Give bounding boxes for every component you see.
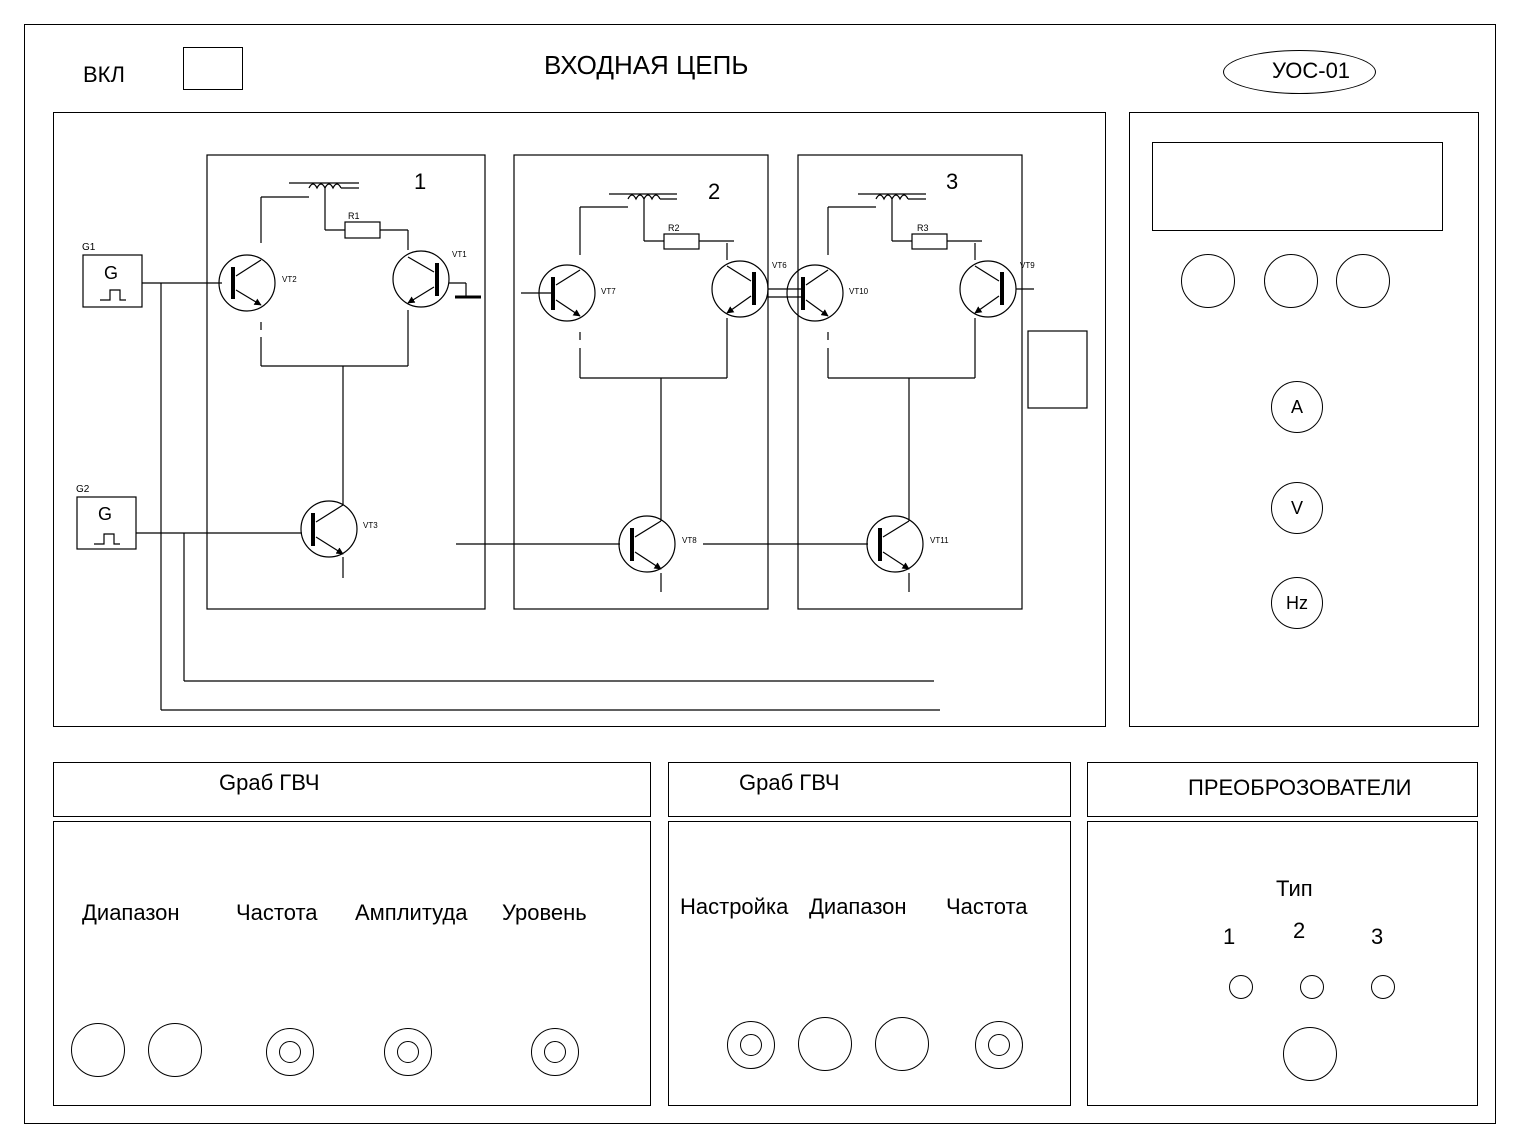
outer-frame <box>24 24 1496 1124</box>
converter-knob[interactable] <box>1283 1027 1337 1081</box>
ammeter-button[interactable]: A <box>1271 381 1323 433</box>
control-label-level: Уровень <box>502 900 587 925</box>
control-label-range-2: Диапазон <box>809 894 907 919</box>
panel-middle-body <box>668 821 1071 1106</box>
amplitude-knob-center <box>397 1041 419 1063</box>
range-knob-4[interactable] <box>875 1017 929 1071</box>
control-label-range: Диапазон <box>82 900 180 925</box>
level-knob-center <box>544 1041 566 1063</box>
type-1-selector[interactable] <box>1229 975 1253 999</box>
level-knob[interactable] <box>531 1028 579 1076</box>
frequency-knob[interactable] <box>266 1028 314 1076</box>
type-label: Тип <box>1276 876 1313 901</box>
range-knob-2[interactable] <box>148 1023 202 1077</box>
power-label: ВКЛ <box>83 62 125 87</box>
model-badge: УОС-01 <box>1223 50 1376 94</box>
control-label-frequency-2: Частота <box>946 894 1028 919</box>
circuit-panel <box>53 112 1106 727</box>
frequency-meter-button[interactable]: Hz <box>1271 577 1323 629</box>
control-label-frequency: Частота <box>236 900 318 925</box>
power-switch[interactable] <box>183 47 243 90</box>
frequency-knob-2-center <box>988 1034 1010 1056</box>
type-2-selector[interactable] <box>1300 975 1324 999</box>
control-label-amplitude: Амплитуда <box>355 900 468 925</box>
panel-left-title: Gраб ГВЧ <box>219 770 320 795</box>
type-3-selector[interactable] <box>1371 975 1395 999</box>
tuning-knob-center <box>740 1034 762 1056</box>
page-title: ВХОДНАЯ ЦЕПЬ <box>544 50 749 80</box>
amplitude-knob[interactable] <box>384 1028 432 1076</box>
model-badge-text: УОС-01 <box>1272 58 1351 83</box>
panel-left-header <box>53 762 651 817</box>
panel-right-title: ПРЕОБРОЗОВАТЕЛИ <box>1188 775 1412 800</box>
instrument-knob-2[interactable] <box>1264 254 1318 308</box>
instrument-knob-3[interactable] <box>1336 254 1390 308</box>
instrument-knob-1[interactable] <box>1181 254 1235 308</box>
panel-right-header <box>1087 762 1478 817</box>
voltmeter-button[interactable]: V <box>1271 482 1323 534</box>
display-screen <box>1152 142 1443 231</box>
range-knob-3[interactable] <box>798 1017 852 1071</box>
panel-left-body <box>53 821 651 1106</box>
tuning-knob[interactable] <box>727 1021 775 1069</box>
range-knob-1[interactable] <box>71 1023 125 1077</box>
frequency-knob-2[interactable] <box>975 1021 1023 1069</box>
panel-middle-title: Gраб ГВЧ <box>739 770 840 795</box>
panel-right-body <box>1087 821 1478 1106</box>
frequency-knob-center <box>279 1041 301 1063</box>
panel-middle-header <box>668 762 1071 817</box>
type-3-label: 3 <box>1371 924 1384 949</box>
type-1-label: 1 <box>1223 924 1236 949</box>
instrument-panel <box>1129 112 1479 727</box>
type-2-label: 2 <box>1293 918 1306 943</box>
control-label-tuning: Настройка <box>680 894 789 919</box>
